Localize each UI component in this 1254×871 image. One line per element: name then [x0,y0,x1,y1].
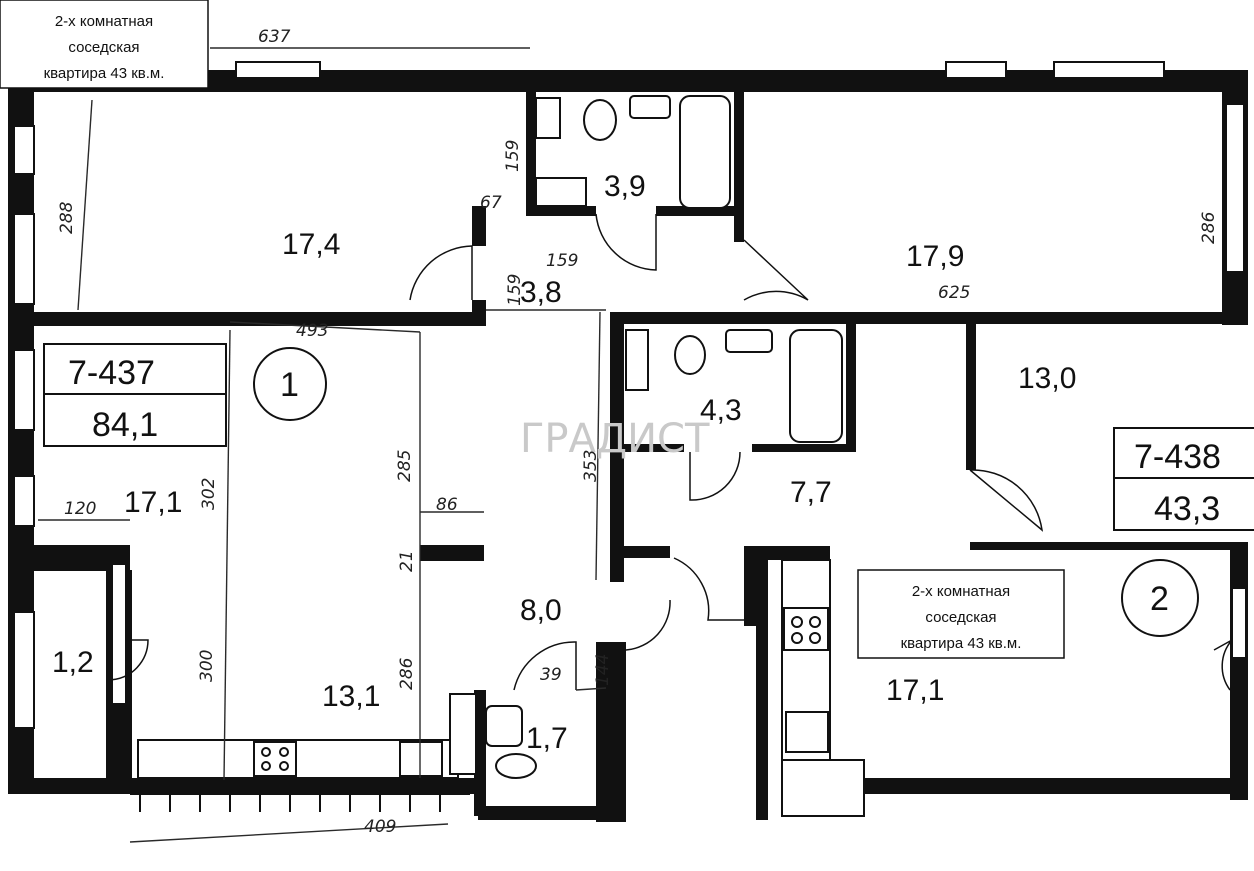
area-room-right: 13,0 [1018,362,1076,395]
area-room-top-right: 17,9 [906,240,964,273]
apartment-1-number: 7-437 [68,354,155,392]
apartment-2-label: 7-438 43,3 2 [1113,427,1254,637]
area-room-top-left: 17,4 [282,228,340,261]
note-top-left: 2-х комнатная соседская квартира 43 кв.м… [0,0,209,89]
apartment-1-circle-text: 1 [280,366,299,404]
apartment-2-marker [1121,559,1199,637]
room-areas: 17,4 3,9 3,8 17,9 13,0 4,3 7,7 17,1 1,2 … [52,170,1076,755]
dimension-lines [38,47,607,843]
dim-144: 144 [593,654,613,686]
apartment-1-marker [253,347,327,421]
watermark-text: ГРАДИСТ [520,416,710,462]
note-right-line-3: квартира 43 кв.м. [901,635,1022,652]
fixtures [137,95,865,817]
area-bath-mid: 4,3 [700,394,742,427]
note-right-line-2: соседская [925,609,996,626]
dim-625: 625 [938,283,970,303]
area-kitchen: 13,1 [322,680,380,713]
note-top-left-line-3: квартира 43 кв.м. [44,65,165,82]
apartment-2-number: 7-438 [1134,438,1221,476]
note-right: 2-х комнатная соседская квартира 43 кв.м… [857,569,1065,659]
dim-302: 302 [199,478,219,510]
dim-159a: 159 [503,140,523,172]
dim-353: 353 [581,450,601,482]
dim-159c: 159 [505,274,525,306]
area-hall-top: 3,8 [520,276,562,309]
dim-637: 637 [258,27,291,47]
dim-286a: 286 [1199,211,1219,244]
area-room-neighbor: 17,1 [886,674,944,707]
apartment-1-area: 84,1 [92,406,158,444]
area-hall: 8,0 [520,594,562,627]
dim-493: 493 [296,321,328,341]
note-top-left-line-2: соседская [68,39,139,56]
dim-120: 120 [64,499,96,519]
windows [13,61,1247,729]
dim-39: 39 [540,665,562,685]
dim-159b: 159 [546,251,578,271]
doors [109,213,1233,691]
note-right-line-1: 2-х комнатная [912,583,1010,600]
area-wc: 1,7 [526,722,568,755]
area-corridor: 7,7 [790,476,832,509]
dim-288: 288 [57,201,77,234]
dimension-labels: 637 288 159 67 159 159 286 625 493 353 3… [57,27,1219,837]
area-room-left: 17,1 [124,486,182,519]
dim-21: 21 [397,550,417,572]
apartment-2-circle-text: 2 [1150,580,1169,618]
dim-300: 300 [197,650,217,682]
apartment-1-label: 7-437 84,1 1 [43,343,327,447]
dim-67: 67 [480,193,502,213]
dim-285: 285 [395,450,415,482]
note-top-left-line-1: 2-х комнатная [55,13,153,30]
dim-409: 409 [364,817,396,837]
dim-86: 86 [436,495,458,515]
balcony-rail [130,793,470,812]
area-balcony: 1,2 [52,646,94,679]
dim-286b: 286 [397,657,417,690]
area-bath-top: 3,9 [604,170,646,203]
apartment-2-area: 43,3 [1154,490,1220,528]
